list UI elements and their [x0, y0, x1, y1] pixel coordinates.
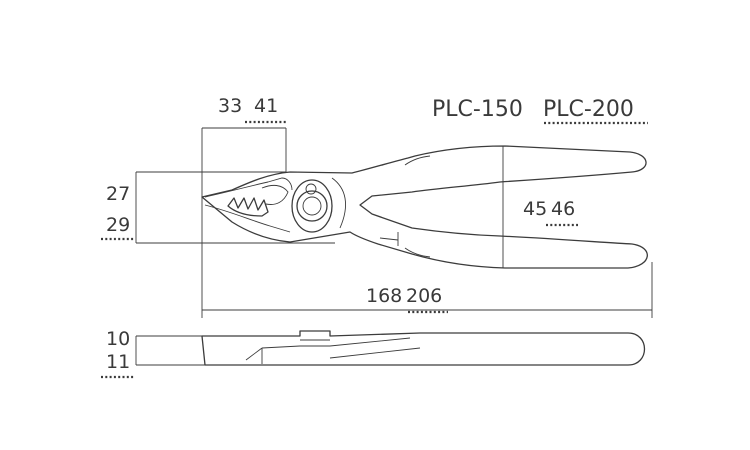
lower-handle-tab	[379, 237, 399, 241]
side-view-jaw-line	[245, 347, 263, 361]
total-length-large-value: 206	[406, 285, 442, 307]
pivot-stud	[305, 183, 317, 195]
model-label-plc-200: PLC-200	[543, 97, 634, 122]
side-view-outline	[201, 330, 645, 366]
thickness-large-value: 11	[106, 351, 130, 373]
pliers-side-view	[201, 330, 645, 366]
jaw-width-small-value: 27	[106, 183, 130, 205]
side-view-joint	[261, 337, 411, 349]
pivot-outer	[291, 179, 333, 233]
lower-grip-edge	[404, 247, 431, 258]
pivot-ring	[296, 190, 328, 222]
upper-jaw-edge	[204, 177, 293, 198]
total-length-small-value: 168	[366, 285, 402, 307]
pliers-top-view	[201, 145, 648, 269]
thickness-small-value: 10	[106, 328, 130, 350]
jaw-length-small-value: 33	[218, 95, 242, 117]
lower-jaw-edge	[204, 204, 291, 233]
upper-grip-edge	[404, 155, 431, 166]
jaw-width-large-value: 29	[106, 214, 130, 236]
joint-edge	[331, 177, 347, 229]
pivot-inner	[302, 196, 322, 216]
model-label-plc-150: PLC-150	[432, 97, 523, 122]
pliers-outline	[201, 145, 648, 269]
side-view-handle-line	[329, 347, 421, 359]
jaw-slot	[261, 184, 289, 205]
handle-width-small-value: 45	[523, 198, 547, 220]
jaw-length-large-value: 41	[254, 95, 278, 117]
jaw-teeth	[227, 197, 269, 217]
handle-width-large-value: 46	[551, 198, 575, 220]
